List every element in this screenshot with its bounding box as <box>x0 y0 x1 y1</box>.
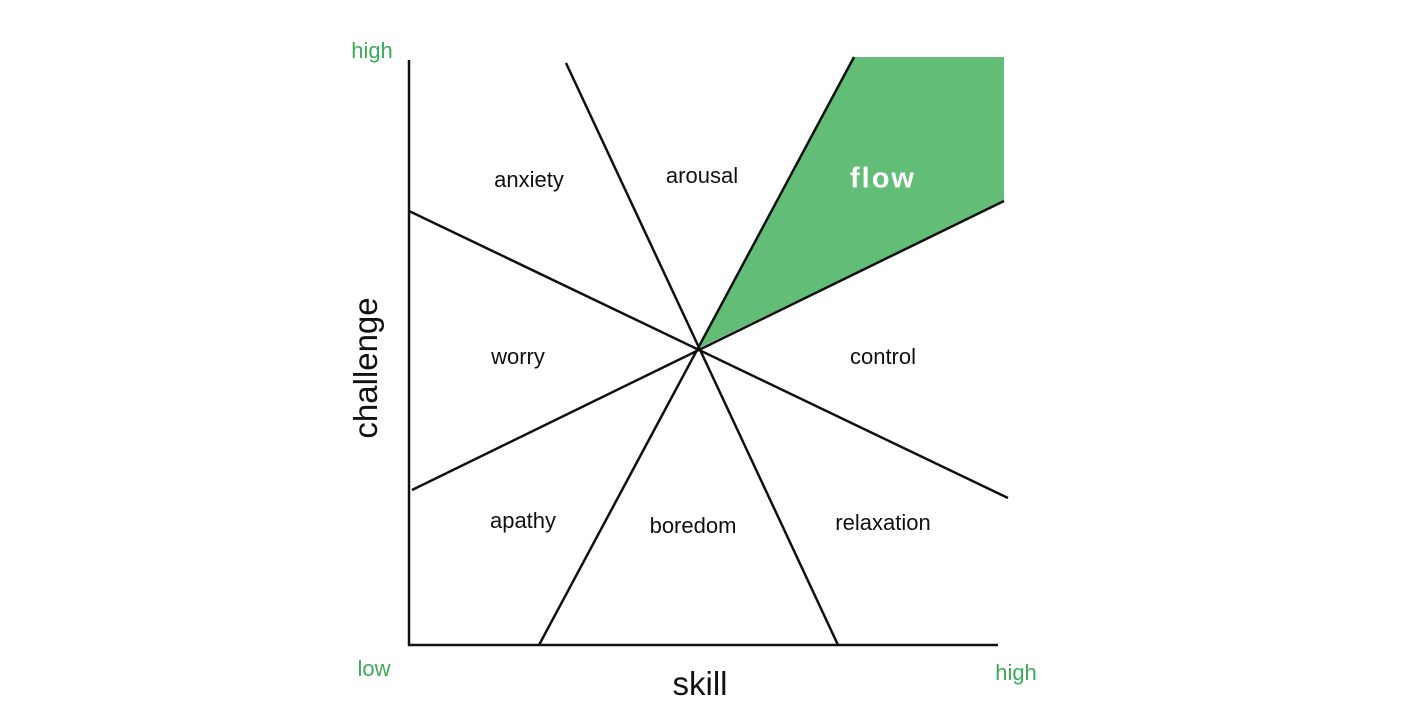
region-label-anxiety: anxiety <box>494 167 564 192</box>
divider-worry-anxiety <box>408 209 1009 500</box>
region-label-apathy: apathy <box>489 508 557 533</box>
region-label-relaxation: relaxation <box>835 510 931 535</box>
y-high-label: high <box>351 38 393 63</box>
x-low-label: low <box>357 656 391 681</box>
x-high-label: high <box>995 660 1037 685</box>
region-label-arousal: arousal <box>665 163 739 188</box>
divider-anxiety-arousal <box>564 62 840 646</box>
region-label-control: control <box>849 344 917 369</box>
region-label-worry: worry <box>491 344 545 369</box>
region-label-flow: flow <box>850 162 916 195</box>
x-axis-title: skill <box>672 665 728 702</box>
divider-flow-control <box>411 199 1005 492</box>
flow-region <box>697 57 1004 349</box>
y-axis-title: challenge <box>347 297 384 439</box>
region-label-boredom: boredom <box>649 513 737 538</box>
